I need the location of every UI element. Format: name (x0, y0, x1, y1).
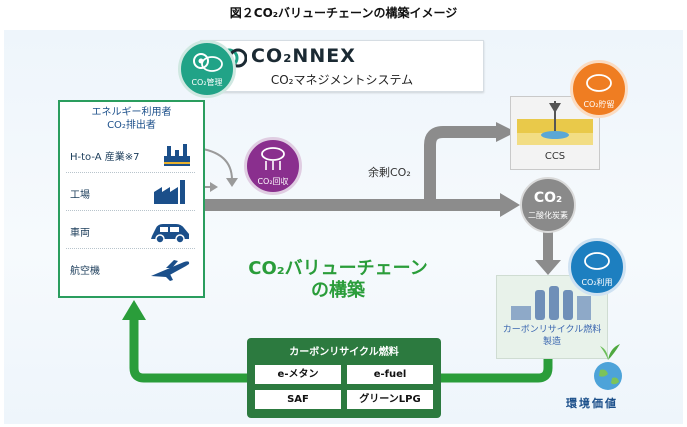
main-flow-arrow (205, 193, 520, 217)
co2-utilization-label: CO₂利用 (581, 278, 613, 287)
manufacturing-label: カーボンリサイクル燃料 製造 (497, 324, 607, 348)
down-arrow-shaft (543, 222, 553, 262)
brand-name: CO₂NNEX (251, 45, 356, 67)
fuel-green-lpg: グリーンLPG (347, 390, 433, 409)
emitter-row-factory: 工場 (66, 174, 195, 211)
ccs-branch-arrow (424, 126, 497, 199)
ccs-branch-arrowhead (496, 122, 516, 142)
manufacturing-label-line2: 製造 (542, 337, 561, 347)
manufacturing-label-line1: カーボンリサイクル燃料 (502, 325, 602, 335)
value-chain-title: CO₂バリューチェーン の構築 (238, 258, 438, 302)
emitters-title-line1: エネルギー利用者 (91, 107, 172, 118)
return-loop-arrowhead (122, 300, 146, 320)
value-chain-title-line1: CO₂バリューチェーン (248, 258, 428, 279)
co2-node: CO₂ 二酸化炭素 (520, 177, 576, 233)
carbon-recycled-fuels-box: カーボンリサイクル燃料 e-メタン e-fuel SAF グリーンLPG (247, 338, 441, 418)
ccs-storage-icon (517, 101, 593, 145)
refinery-icon (511, 286, 591, 320)
co2-storage-badge: CO₂貯留 (570, 60, 628, 118)
factory-arrowhead (210, 182, 218, 192)
value-chain-title-line2: の構築 (311, 280, 365, 301)
hta-arrowhead (226, 178, 238, 187)
environmental-value-label: 環境価値 (566, 397, 618, 410)
co2-capture-badge: CO₂回収 (244, 137, 302, 195)
fuel-saf: SAF (255, 390, 341, 409)
fuels-title: カーボンリサイクル燃料 (289, 347, 399, 358)
fuel-e-methane: e-メタン (255, 365, 341, 384)
co2-management-label: CO₂管理 (191, 78, 223, 87)
co2nnex-banner: CO₂NNEX CO₂マネジメントシステム (200, 40, 484, 92)
emitter-row-vehicle: 車両 (66, 212, 195, 249)
emitter-label-aircraft: 航空機 (70, 266, 100, 277)
co2-management-badge: CO₂管理 (178, 40, 236, 98)
emitters-title-line2: CO₂排出者 (107, 120, 156, 131)
capture-cloud-icon (261, 147, 285, 170)
emitter-label-hta: H-to-A 産業※7 (70, 152, 140, 163)
down-arrowhead (535, 260, 561, 275)
brand-subtitle: CO₂マネジメントシステム (270, 73, 414, 87)
chemical-plant-icon (164, 144, 190, 166)
car-icon (151, 224, 189, 244)
co2-storage-label: CO₂貯留 (583, 100, 615, 109)
co2-utilization-badge: CO₂利用 (568, 238, 626, 296)
fuel-e-fuel: e-fuel (347, 365, 433, 384)
emitter-row-aircraft: 航空機 (66, 250, 195, 286)
gear-cloud-icon (193, 53, 223, 72)
emitter-label-factory: 工場 (70, 190, 90, 201)
ccs-label: CCS (544, 151, 566, 162)
figure-title: 図２CO₂バリューチェーンの構築イメージ (229, 6, 458, 20)
utilization-cloud-icon (584, 252, 610, 270)
co2-capture-label: CO₂回収 (257, 177, 289, 186)
emitters-title: エネルギー利用者 CO₂排出者 (60, 106, 203, 132)
airplane-icon (151, 260, 190, 281)
factory-icon (154, 180, 185, 204)
co2-node-sub: 二酸化炭素 (528, 211, 568, 220)
storage-cloud-icon (586, 74, 612, 92)
emitter-row-hta: H-to-A 産業※7 (66, 136, 195, 173)
co2-node-main: CO₂ (533, 190, 563, 206)
surplus-co2-label: 余剰CO₂ (368, 166, 411, 179)
emitters-panel: エネルギー利用者 CO₂排出者 H-to-A 産業※7 工場 車両 航空機 (58, 100, 205, 298)
globe-sprout-icon (594, 344, 622, 390)
emitter-label-vehicle: 車両 (70, 228, 90, 239)
